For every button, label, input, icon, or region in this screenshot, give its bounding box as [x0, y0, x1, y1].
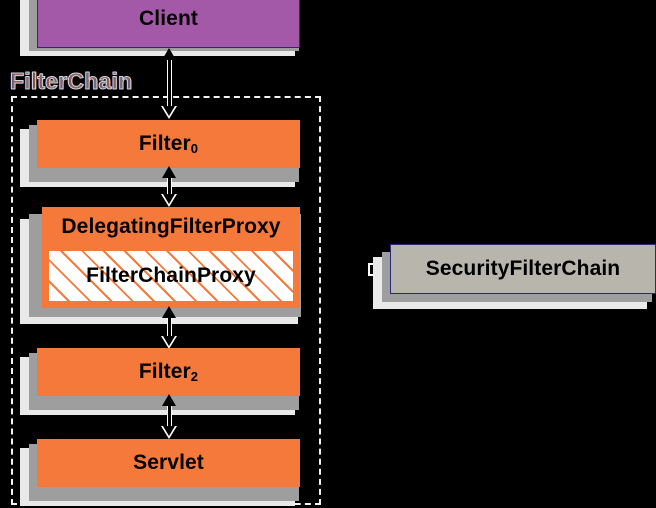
security-filter-chain-box[interactable]: SecurityFilterChain [390, 244, 656, 294]
client-box[interactable]: Client [37, 0, 300, 48]
connector-line [167, 402, 172, 432]
arrowhead-down-hollow [161, 336, 177, 349]
filter0-subscript: 0 [190, 140, 199, 156]
filter-chain-proxy-label: FilterChainProxy [86, 264, 256, 287]
connector-line [167, 174, 172, 200]
arrowhead-up-solid [162, 306, 176, 318]
connector-tail [368, 263, 375, 276]
node-servlet[interactable]: Servlet [20, 439, 303, 507]
node-delegating-filter-proxy[interactable]: DelegatingFilterProxy FilterChainProxy [20, 207, 310, 327]
filterchain-group-label: FilterChain [9, 68, 133, 95]
filter-chain-proxy-box[interactable]: FilterChainProxy [49, 251, 293, 301]
arrowhead-up-solid [162, 48, 176, 60]
arrowhead-down-hollow [161, 106, 177, 119]
filter0-label: Filter [138, 132, 191, 155]
filter2-label: Filter [138, 360, 191, 383]
connector-client-to-filter0 [160, 48, 182, 124]
delegating-filter-proxy-box[interactable]: DelegatingFilterProxy FilterChainProxy [42, 207, 300, 308]
arrowhead-down-hollow [161, 426, 177, 439]
connector-filter0-to-delegating-filter-proxy [160, 166, 182, 210]
node-security-filter-chain[interactable]: SecurityFilterChain [373, 244, 656, 314]
security-filter-chain-label: SecurityFilterChain [425, 257, 621, 280]
connector-filter2-to-servlet [160, 394, 182, 442]
arrowhead-up-solid [162, 394, 176, 406]
connector-delegating-filter-proxy-to-filter2 [160, 306, 182, 352]
hatch-pattern [49, 251, 293, 301]
filter2-subscript: 2 [190, 368, 199, 384]
servlet-box[interactable]: Servlet [37, 439, 300, 487]
node-client[interactable]: Client [20, 0, 303, 57]
delegating-filter-proxy-label: DelegatingFilterProxy [61, 215, 281, 238]
client-label: Client [139, 6, 198, 30]
arrowhead-down-hollow [161, 194, 177, 207]
connector-line [167, 314, 172, 342]
servlet-label: Servlet [133, 451, 204, 474]
connector-line [167, 56, 172, 114]
arrowhead-up-solid [162, 166, 176, 178]
